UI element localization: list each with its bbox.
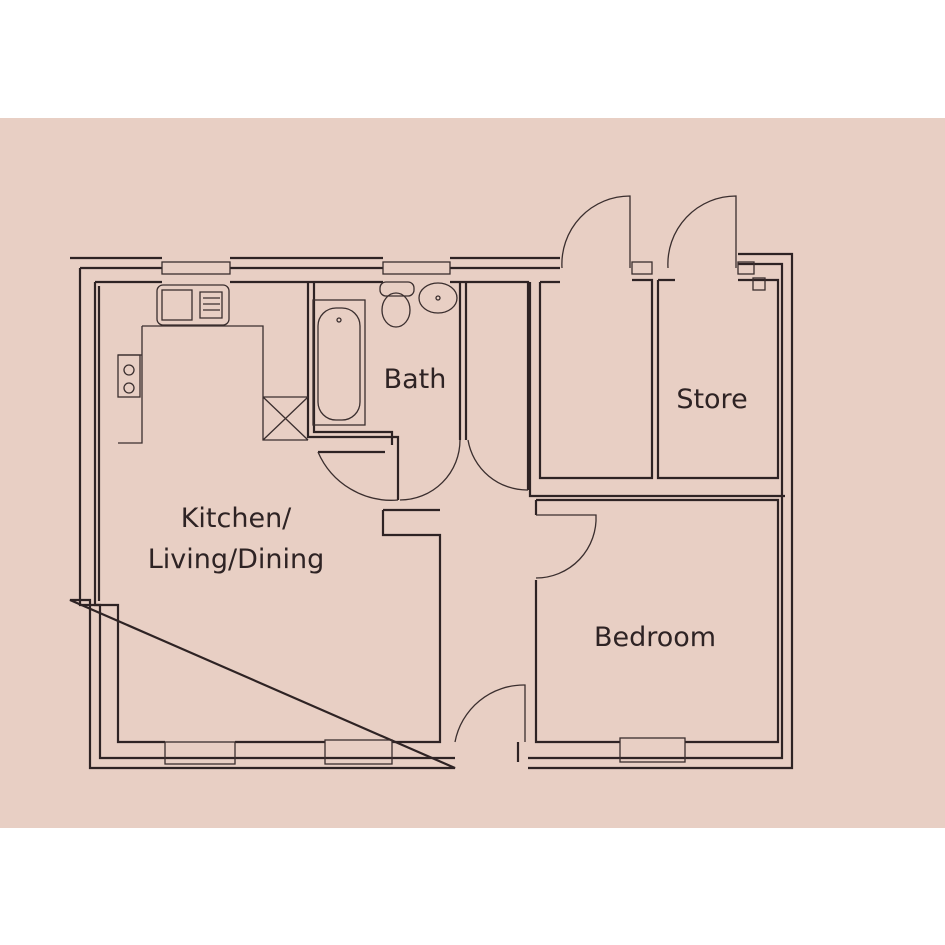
room-label-kitchen-line2: Living/Dining [148, 544, 325, 575]
windows [161, 261, 755, 765]
room-label-bedroom: Bedroom [594, 622, 716, 653]
toilet [379, 281, 415, 328]
room-label-store: Store [676, 384, 747, 415]
bathroom-walls [306, 282, 468, 512]
room-label-bath: Bath [384, 364, 447, 395]
basin [418, 282, 458, 314]
room-label-kitchen-line1: Kitchen/ [181, 503, 292, 534]
bathtub [312, 299, 366, 426]
kitchen-fittings [117, 284, 309, 444]
paper-background [0, 118, 945, 828]
outer-walls [69, 252, 794, 770]
doors [317, 195, 766, 743]
